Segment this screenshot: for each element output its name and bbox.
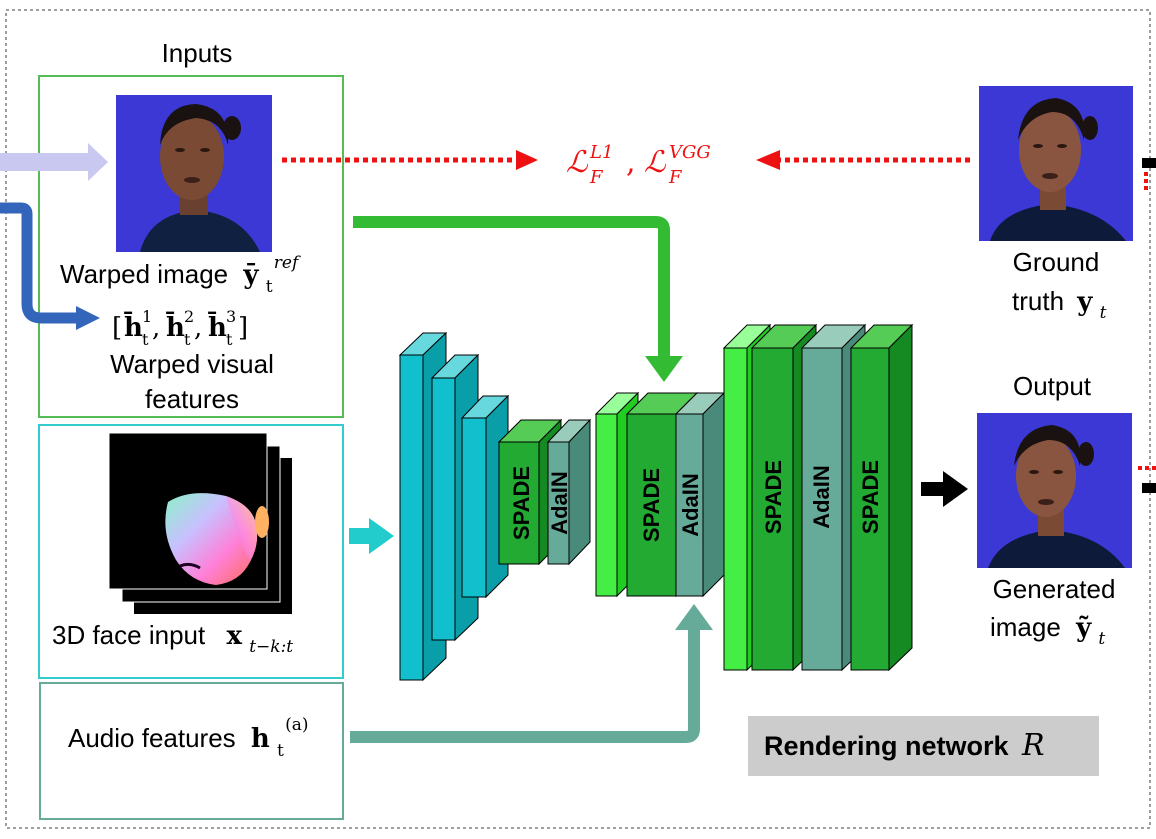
face-input-symbol: x: [226, 621, 242, 651]
warped-features-label-2: features: [145, 384, 239, 414]
reference-image-arrow: [0, 143, 108, 181]
warped-image-label: Warped image: [60, 259, 228, 289]
svg-text:t: t: [184, 330, 191, 349]
svg-text:,: ,: [152, 313, 160, 343]
svg-text:[: [: [112, 313, 122, 343]
adain-block-label: AdaIN: [678, 473, 703, 537]
output-sub: t: [1098, 629, 1105, 649]
adain-block-label: AdaIN: [547, 471, 572, 535]
feature-vector-item: h̄: [208, 311, 227, 343]
feature-vector-item: h̄: [166, 311, 185, 343]
output-label-2: image: [990, 612, 1061, 642]
svg-text:]: ]: [238, 313, 248, 343]
inputs-title: Inputs: [162, 38, 233, 68]
face-input-sub: t−k:t: [249, 637, 293, 657]
warped-image-symbol: ȳ: [242, 260, 259, 290]
ground-truth-sub: t: [1100, 303, 1107, 323]
loss-label: ℒ L1 F , ℒ VGG F: [566, 142, 711, 188]
face-input-box: [38, 424, 344, 679]
loss-arrows: [282, 150, 970, 170]
face-to-network-arrow: [349, 518, 394, 554]
svg-text:F: F: [668, 167, 683, 188]
spade-block-label: SPADE: [509, 466, 534, 540]
network-to-output-arrow: [921, 471, 968, 507]
svg-text:VGG: VGG: [669, 142, 711, 163]
svg-text:1: 1: [142, 307, 152, 326]
svg-text:ℒ: ℒ: [644, 145, 667, 180]
warped-image-portrait: [116, 95, 272, 252]
svg-text:Warped image ȳ t r: Warped image ȳ t ref: [60, 253, 301, 298]
rendering-network-box: [748, 716, 1099, 776]
audio-sub: t: [277, 741, 284, 761]
ground-truth-portrait: [979, 86, 1133, 241]
svg-text:t: t: [142, 330, 149, 349]
svg-text:,: ,: [194, 313, 202, 343]
spade-block-label: SPADE: [858, 460, 883, 534]
output-label-1: Generated: [993, 574, 1116, 604]
output-symbol: ỹ: [1075, 613, 1092, 643]
svg-text:3: 3: [226, 307, 236, 326]
warped-features-vector: [ h̄ t 1 , h̄ t 2 , h̄ t 3 ]: [112, 307, 248, 349]
warped-features-label-1: Warped visual: [110, 349, 274, 379]
face-input-stack: [108, 432, 292, 614]
svg-text:,: ,: [626, 145, 636, 180]
outer-frame: [5, 9, 1151, 829]
audio-sup: (a): [285, 715, 308, 735]
svg-text:truth y t: truth y t: [1012, 286, 1107, 323]
svg-text:F: F: [589, 167, 604, 188]
svg-text:ℒ: ℒ: [566, 145, 589, 180]
svg-text:t: t: [226, 330, 233, 349]
svg-text:L1: L1: [589, 142, 613, 163]
ground-truth-symbol: y: [1076, 287, 1093, 317]
ground-truth-label-2: truth: [1012, 286, 1064, 316]
rendering-network-label: Rendering network: [764, 731, 1010, 761]
generated-image-portrait: [977, 413, 1132, 568]
audio-label: Audio features: [68, 723, 236, 753]
audio-to-network-arrow: [350, 604, 713, 743]
feature-vector-item: h̄: [124, 311, 143, 343]
svg-text:2: 2: [184, 307, 194, 326]
adain-block-label: AdaIN: [809, 465, 834, 529]
warped-input-box: [38, 75, 344, 418]
spade-block-label: SPADE: [761, 460, 786, 534]
audio-symbol: h: [251, 724, 270, 754]
audio-input-box: [39, 682, 344, 820]
warped-image-sup: ref: [274, 253, 301, 273]
svg-text:image ỹ t: image ỹ t: [990, 612, 1105, 649]
network-blocks: [398, 323, 914, 682]
svg-text:Audio features h t: Audio features h t (a): [68, 715, 309, 762]
svg-text:3D face input x t−k:t: 3D face input x t−k:t: [52, 620, 293, 657]
rendering-network-symbol: R: [1021, 728, 1045, 763]
svg-text:Rendering network R: Rendering network R: [764, 728, 1045, 763]
ground-truth-label-1: Ground: [1013, 247, 1100, 277]
reference-features-arrow: [0, 202, 100, 330]
warped-to-network-arrow: [353, 216, 683, 382]
face-input-label: 3D face input: [52, 620, 206, 650]
warped-image-sub: t: [266, 277, 273, 297]
output-title: Output: [1013, 371, 1092, 401]
edge-marks: [1138, 158, 1156, 493]
spade-block-label: SPADE: [639, 468, 664, 542]
